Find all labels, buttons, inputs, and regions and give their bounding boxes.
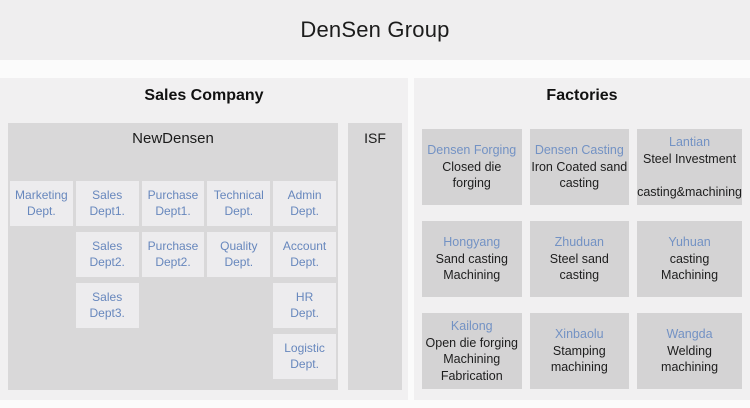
factory-name: Lantian <box>669 135 711 149</box>
dept-purchase2: Purchase Dept2. <box>141 232 205 277</box>
dept-sales3: Sales Dept3. <box>75 283 139 328</box>
factory-densen-casting: Densen Casting Iron Coated sand casting <box>529 129 630 205</box>
factory-name: Densen Casting <box>534 143 624 158</box>
factory-name: Hongyang <box>443 235 501 250</box>
factory-name: Xinbaolu <box>554 327 604 342</box>
dept-logistic: Logistic Dept. <box>273 334 336 379</box>
factory-desc: Sand casting Machining <box>435 251 508 283</box>
dept-account: Account Dept. <box>273 232 336 277</box>
sales-company-panel: Sales Company NewDensen Marketing Dept. … <box>0 78 408 400</box>
factory-lantian: Lantian Steel Investment casting&machini… <box>637 129 742 205</box>
isf-group-box: ISF <box>348 123 402 390</box>
factories-grid: Densen Forging Closed die forging Densen… <box>422 129 742 389</box>
dept-technical: Technical Dept. <box>207 181 271 226</box>
department-grid: Marketing Dept. Sales Dept1. Purchase De… <box>10 181 336 379</box>
factory-desc: casting Machining <box>661 251 719 283</box>
factory-desc: Steel sand casting <box>549 251 609 283</box>
factory-name: Kailong <box>450 319 493 333</box>
factory-yuhuan: Yuhuan casting Machining <box>637 221 742 297</box>
factory-desc: Welding machining <box>661 343 719 375</box>
page-header: DenSen Group <box>0 0 750 60</box>
dept-marketing: Marketing Dept. <box>10 181 73 226</box>
factories-panel: Factories Densen Forging Closed die forg… <box>414 78 750 400</box>
dept-quality: Quality Dept. <box>207 232 271 277</box>
dept-sales2: Sales Dept2. <box>75 232 139 277</box>
factory-name: Wangda <box>666 327 713 342</box>
newdensen-group-box: NewDensen Marketing Dept. Sales Dept1. P… <box>8 123 338 390</box>
factory-name: Densen Forging <box>427 143 517 158</box>
newdensen-title: NewDensen <box>132 130 214 147</box>
dept-sales1: Sales Dept1. <box>75 181 139 226</box>
dept-purchase1: Purchase Dept1. <box>141 181 205 226</box>
factory-desc: Closed die forging <box>442 159 502 191</box>
factory-densen-forging: Densen Forging Closed die forging <box>422 129 522 205</box>
page-title: DenSen Group <box>300 17 450 42</box>
factory-name: Zhuduan <box>554 235 604 250</box>
dept-hr: HR Dept. <box>273 283 336 328</box>
factories-title: Factories <box>546 87 618 104</box>
factory-hongyang: Hongyang Sand casting Machining <box>422 221 522 297</box>
factory-xinbaolu: Xinbaolu Stamping machining <box>529 313 630 389</box>
dept-admin: Admin Dept. <box>273 181 336 226</box>
sales-company-body: NewDensen Marketing Dept. Sales Dept1. P… <box>0 123 408 390</box>
factory-desc: Iron Coated sand casting <box>531 159 628 191</box>
factory-kailong: Kailong Open die forging Machining Fabri… <box>422 313 522 389</box>
factory-zhuduan: Zhuduan Steel sand casting <box>529 221 630 297</box>
factory-name: Yuhuan <box>668 235 711 250</box>
sales-company-title: Sales Company <box>144 87 264 104</box>
factory-desc: Open die forging Machining Fabrication <box>425 335 518 383</box>
factory-wangda: Wangda Welding machining <box>637 313 742 389</box>
factory-desc: Steel Investment casting&machining <box>637 151 742 199</box>
factory-desc: Stamping machining <box>550 343 608 375</box>
